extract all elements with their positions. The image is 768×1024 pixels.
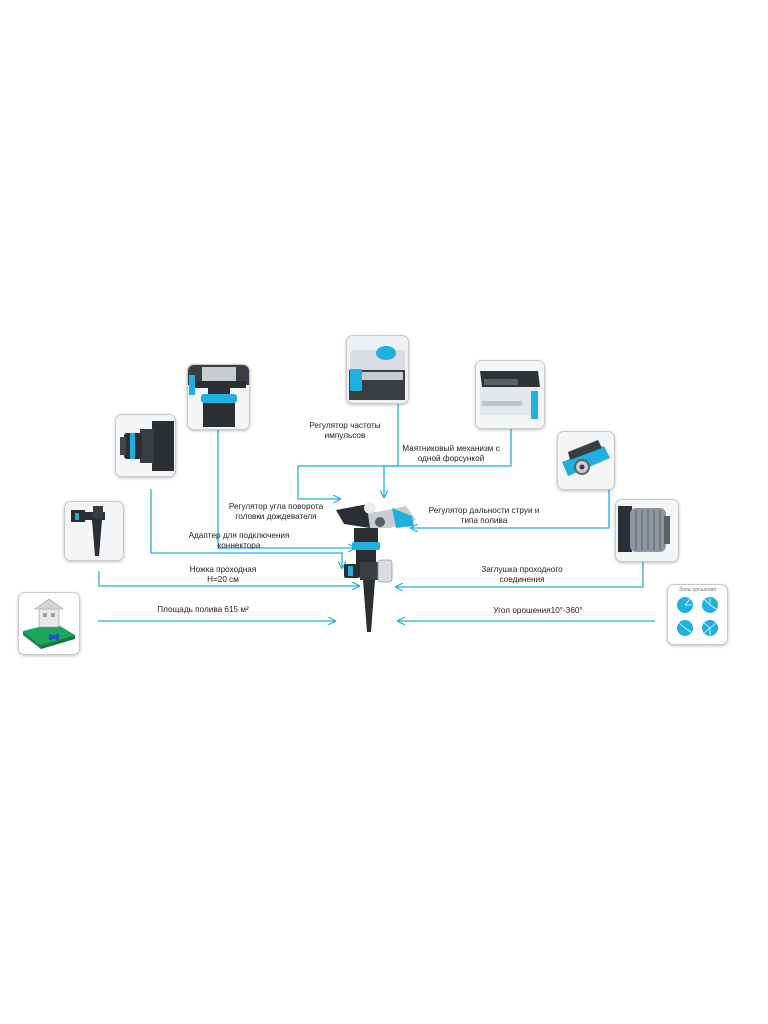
leg-photo xyxy=(64,501,124,561)
label-irrigation-angle: Угол орошения10°-360° xyxy=(493,606,583,615)
adapter-photo xyxy=(115,414,176,477)
angle-regulator-photo xyxy=(187,364,250,430)
line-adapter xyxy=(150,489,342,568)
line-range xyxy=(411,488,610,528)
label-angle-regulator: Регулятор угла поворота головки дождеват… xyxy=(228,502,324,521)
line-plug xyxy=(396,560,644,587)
sprinkler-photo xyxy=(336,502,416,632)
line-pulse xyxy=(297,402,399,499)
pendulum-mechanism-photo xyxy=(475,360,545,429)
range-regulator-photo xyxy=(557,431,615,490)
label-pendulum-mechanism: Маятниковый механизм с одной форсункой xyxy=(402,444,500,463)
label-area: Площадь полива 615 м² xyxy=(157,605,249,614)
label-range-regulator: Регулятор дальности струи и типа полива xyxy=(428,506,540,525)
zones-card-title: Зоны орошения xyxy=(679,587,716,593)
line-pendulum xyxy=(384,427,512,497)
label-plug: Заглушка проходного соединения xyxy=(481,565,563,584)
irrigation-zones-card: Зоны орошения xyxy=(667,584,728,645)
area-house-illustration xyxy=(18,592,80,655)
line-leg xyxy=(98,571,359,586)
pulse-regulator-photo xyxy=(346,335,409,404)
label-pulse-regulator: Регулятор частоты импульсов xyxy=(309,421,381,440)
label-adapter: Адаптер для подключения коннектора xyxy=(188,531,290,550)
plug-photo xyxy=(615,499,679,562)
line-angle xyxy=(217,428,355,548)
label-leg: Ножка проходная H=20 см xyxy=(189,565,257,584)
